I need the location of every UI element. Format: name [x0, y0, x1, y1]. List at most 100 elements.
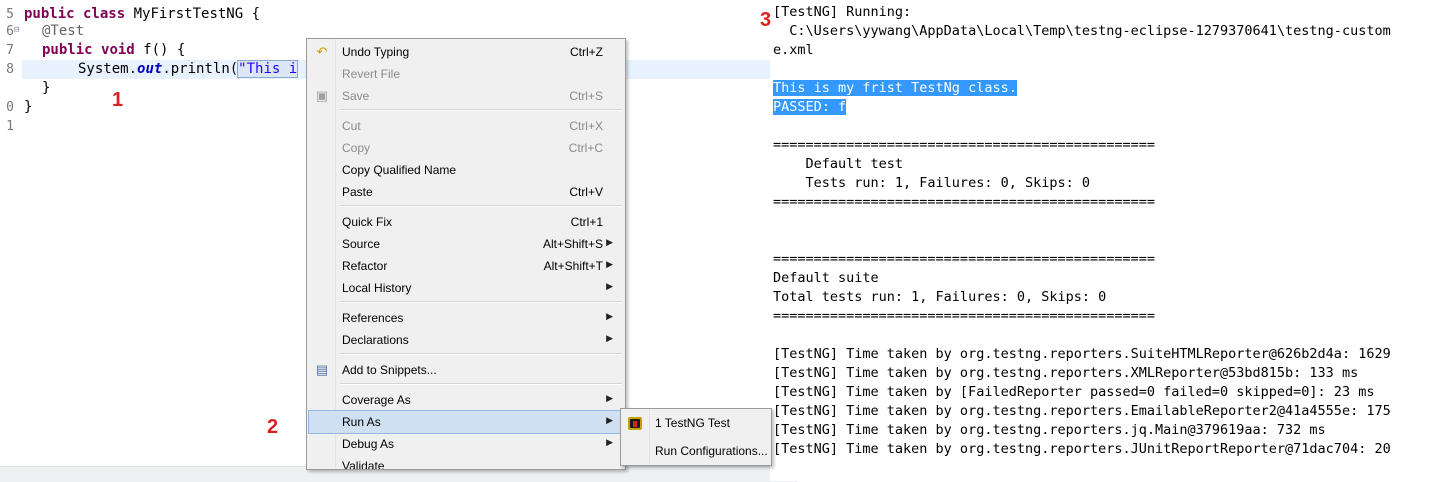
- line-number: 1: [6, 119, 14, 134]
- console-line-text: Tests run: 1, Failures: 0, Skips: 0: [773, 175, 1090, 191]
- console-line-text: [TestNG] Time taken by org.testng.report…: [773, 346, 1391, 362]
- console-line-text: ========================================…: [773, 194, 1156, 210]
- menu-item-label: Add to Snippets...: [342, 363, 437, 377]
- console-line-text: ========================================…: [773, 308, 1156, 324]
- menu-item-label: Revert File: [342, 67, 401, 81]
- keyword: public class: [24, 6, 126, 22]
- console-line: Default test: [773, 155, 904, 174]
- menu-item-label: Cut: [342, 119, 361, 133]
- submenu-arrow-icon: ▶: [606, 311, 613, 321]
- menu-item-coverage-as[interactable]: Coverage As▶: [309, 389, 623, 411]
- console-line: This is my frist TestNg class.: [773, 79, 1017, 98]
- menu-item-shortcut: Alt+Shift+S: [542, 237, 603, 251]
- console-line-text: [TestNG] Time taken by org.testng.report…: [773, 403, 1391, 419]
- code-line[interactable]: @Test: [42, 22, 84, 41]
- line-number: 6: [6, 24, 14, 39]
- menu-separator: [340, 383, 622, 385]
- menu-item-declarations[interactable]: Declarations▶: [309, 329, 623, 351]
- menu-item-shortcut: Ctrl+Z: [570, 45, 603, 59]
- console-view[interactable]: [TestNG] Running: C:\Users\yywang\AppDat…: [770, 0, 1455, 481]
- menu-item-testng-test[interactable]: 1 TestNG Test: [623, 411, 769, 435]
- menu-item-shortcut: Ctrl+X: [569, 119, 603, 133]
- menu-item-shortcut: Ctrl+V: [569, 185, 603, 199]
- submenu-arrow-icon: ▶: [606, 437, 613, 447]
- menu-item-label: Source: [342, 237, 381, 251]
- code-line[interactable]: public class MyFirstTestNG {: [24, 5, 260, 24]
- menu-item-shortcut: Ctrl+S: [569, 89, 603, 103]
- menu-item-label: Paste: [342, 185, 373, 199]
- menu-item-label: Declarations: [342, 333, 409, 347]
- menu-item-copy-qualified-name[interactable]: Copy Qualified Name: [309, 159, 623, 181]
- menu-item-label: Copy: [342, 141, 371, 155]
- menu-item-shortcut: Ctrl+1: [570, 215, 603, 229]
- line-number: 7: [6, 43, 14, 58]
- console-line-text: PASSED: f: [773, 99, 847, 115]
- console-line: ========================================…: [773, 250, 1155, 269]
- console-line: [TestNG] Time taken by [FailedReporter p…: [773, 383, 1374, 402]
- console-line: [TestNG] Time taken by org.testng.report…: [773, 402, 1391, 421]
- keyword: public: [42, 42, 93, 58]
- menu-item-label: Refactor: [342, 259, 388, 273]
- menu-item-label: Save: [342, 89, 370, 103]
- menu-item-source[interactable]: Source Alt+Shift+S▶: [309, 233, 623, 255]
- console-line-text: [TestNG] Time taken by org.testng.report…: [773, 365, 1359, 381]
- code-line[interactable]: public void f() {: [42, 41, 185, 60]
- menu-item-run-as[interactable]: Run As ▶: [308, 410, 624, 434]
- menu-item-run-configurations[interactable]: Run Configurations...: [623, 439, 769, 463]
- code-text: MyFirstTestNG {: [125, 6, 261, 22]
- code-line[interactable]: }: [24, 98, 32, 117]
- console-line: [TestNG] Running:: [773, 3, 911, 22]
- console-line-text: [TestNG] Time taken by [FailedReporter p…: [773, 384, 1375, 400]
- submenu-arrow-icon: ▶: [606, 281, 613, 291]
- testng-icon: [628, 417, 642, 430]
- menu-item-revert-file[interactable]: Revert File: [309, 63, 623, 85]
- console-line: Default suite: [773, 269, 879, 288]
- menu-item-add-to-snippets[interactable]: ▤Add to Snippets...: [309, 359, 623, 381]
- menu-separator: [340, 205, 622, 207]
- console-line: C:\Users\yywang\AppData\Local\Temp\testn…: [773, 22, 1391, 41]
- menu-item-label: Run As: [342, 415, 381, 429]
- annotation-marker-2: 2: [267, 416, 279, 438]
- code-line[interactable]: }: [42, 79, 50, 98]
- menu-item-label: Coverage As: [342, 393, 411, 407]
- console-line: Total tests run: 1, Failures: 0, Skips: …: [773, 288, 1106, 307]
- menu-icon-column: [621, 409, 650, 465]
- console-line: ========================================…: [773, 193, 1155, 212]
- code-text: }: [24, 99, 33, 115]
- console-line-text: Total tests run: 1, Failures: 0, Skips: …: [773, 289, 1107, 305]
- menu-item-validate[interactable]: Validate: [309, 455, 623, 469]
- menu-item-debug-as[interactable]: Debug As▶: [309, 433, 623, 455]
- console-line: Tests run: 1, Failures: 0, Skips: 0: [773, 174, 1090, 193]
- submenu-arrow-icon: ▶: [606, 415, 613, 425]
- menu-item-shortcut: Alt+Shift+T: [543, 259, 603, 273]
- string-literal: "This i: [237, 60, 299, 78]
- console-line-text: Default suite: [773, 270, 879, 286]
- menu-item-label: Run Configurations...: [655, 444, 768, 458]
- line-number: 8: [6, 62, 14, 77]
- code-line[interactable]: System.out.println("This i: [78, 60, 299, 79]
- console-line-text: [TestNG] Time taken by org.testng.report…: [773, 422, 1326, 438]
- console-line: [TestNG] Time taken by org.testng.report…: [773, 364, 1358, 383]
- menu-item-cut[interactable]: Cut Ctrl+X: [309, 115, 623, 137]
- console-line-text: ========================================…: [773, 137, 1156, 153]
- menu-item-paste[interactable]: Paste Ctrl+V: [309, 181, 623, 203]
- console-line-text: C:\Users\yywang\AppData\Local\Temp\testn…: [773, 23, 1391, 39]
- menu-item-label: Undo Typing: [342, 45, 410, 59]
- menu-item-label: References: [342, 311, 404, 325]
- console-line: [TestNG] Time taken by org.testng.report…: [773, 440, 1391, 459]
- console-line: ========================================…: [773, 307, 1155, 326]
- menu-item-label: 1 TestNG Test: [655, 416, 730, 430]
- menu-item-references[interactable]: References ▶: [309, 307, 623, 329]
- annotation: @Test: [42, 23, 85, 39]
- code-text: }: [42, 80, 51, 96]
- menu-item-local-history[interactable]: Local History ▶: [309, 277, 623, 299]
- submenu-arrow-icon: ▶: [606, 237, 613, 247]
- fold-icon[interactable]: ⊟: [14, 25, 20, 35]
- menu-item-label: Local History: [342, 281, 412, 295]
